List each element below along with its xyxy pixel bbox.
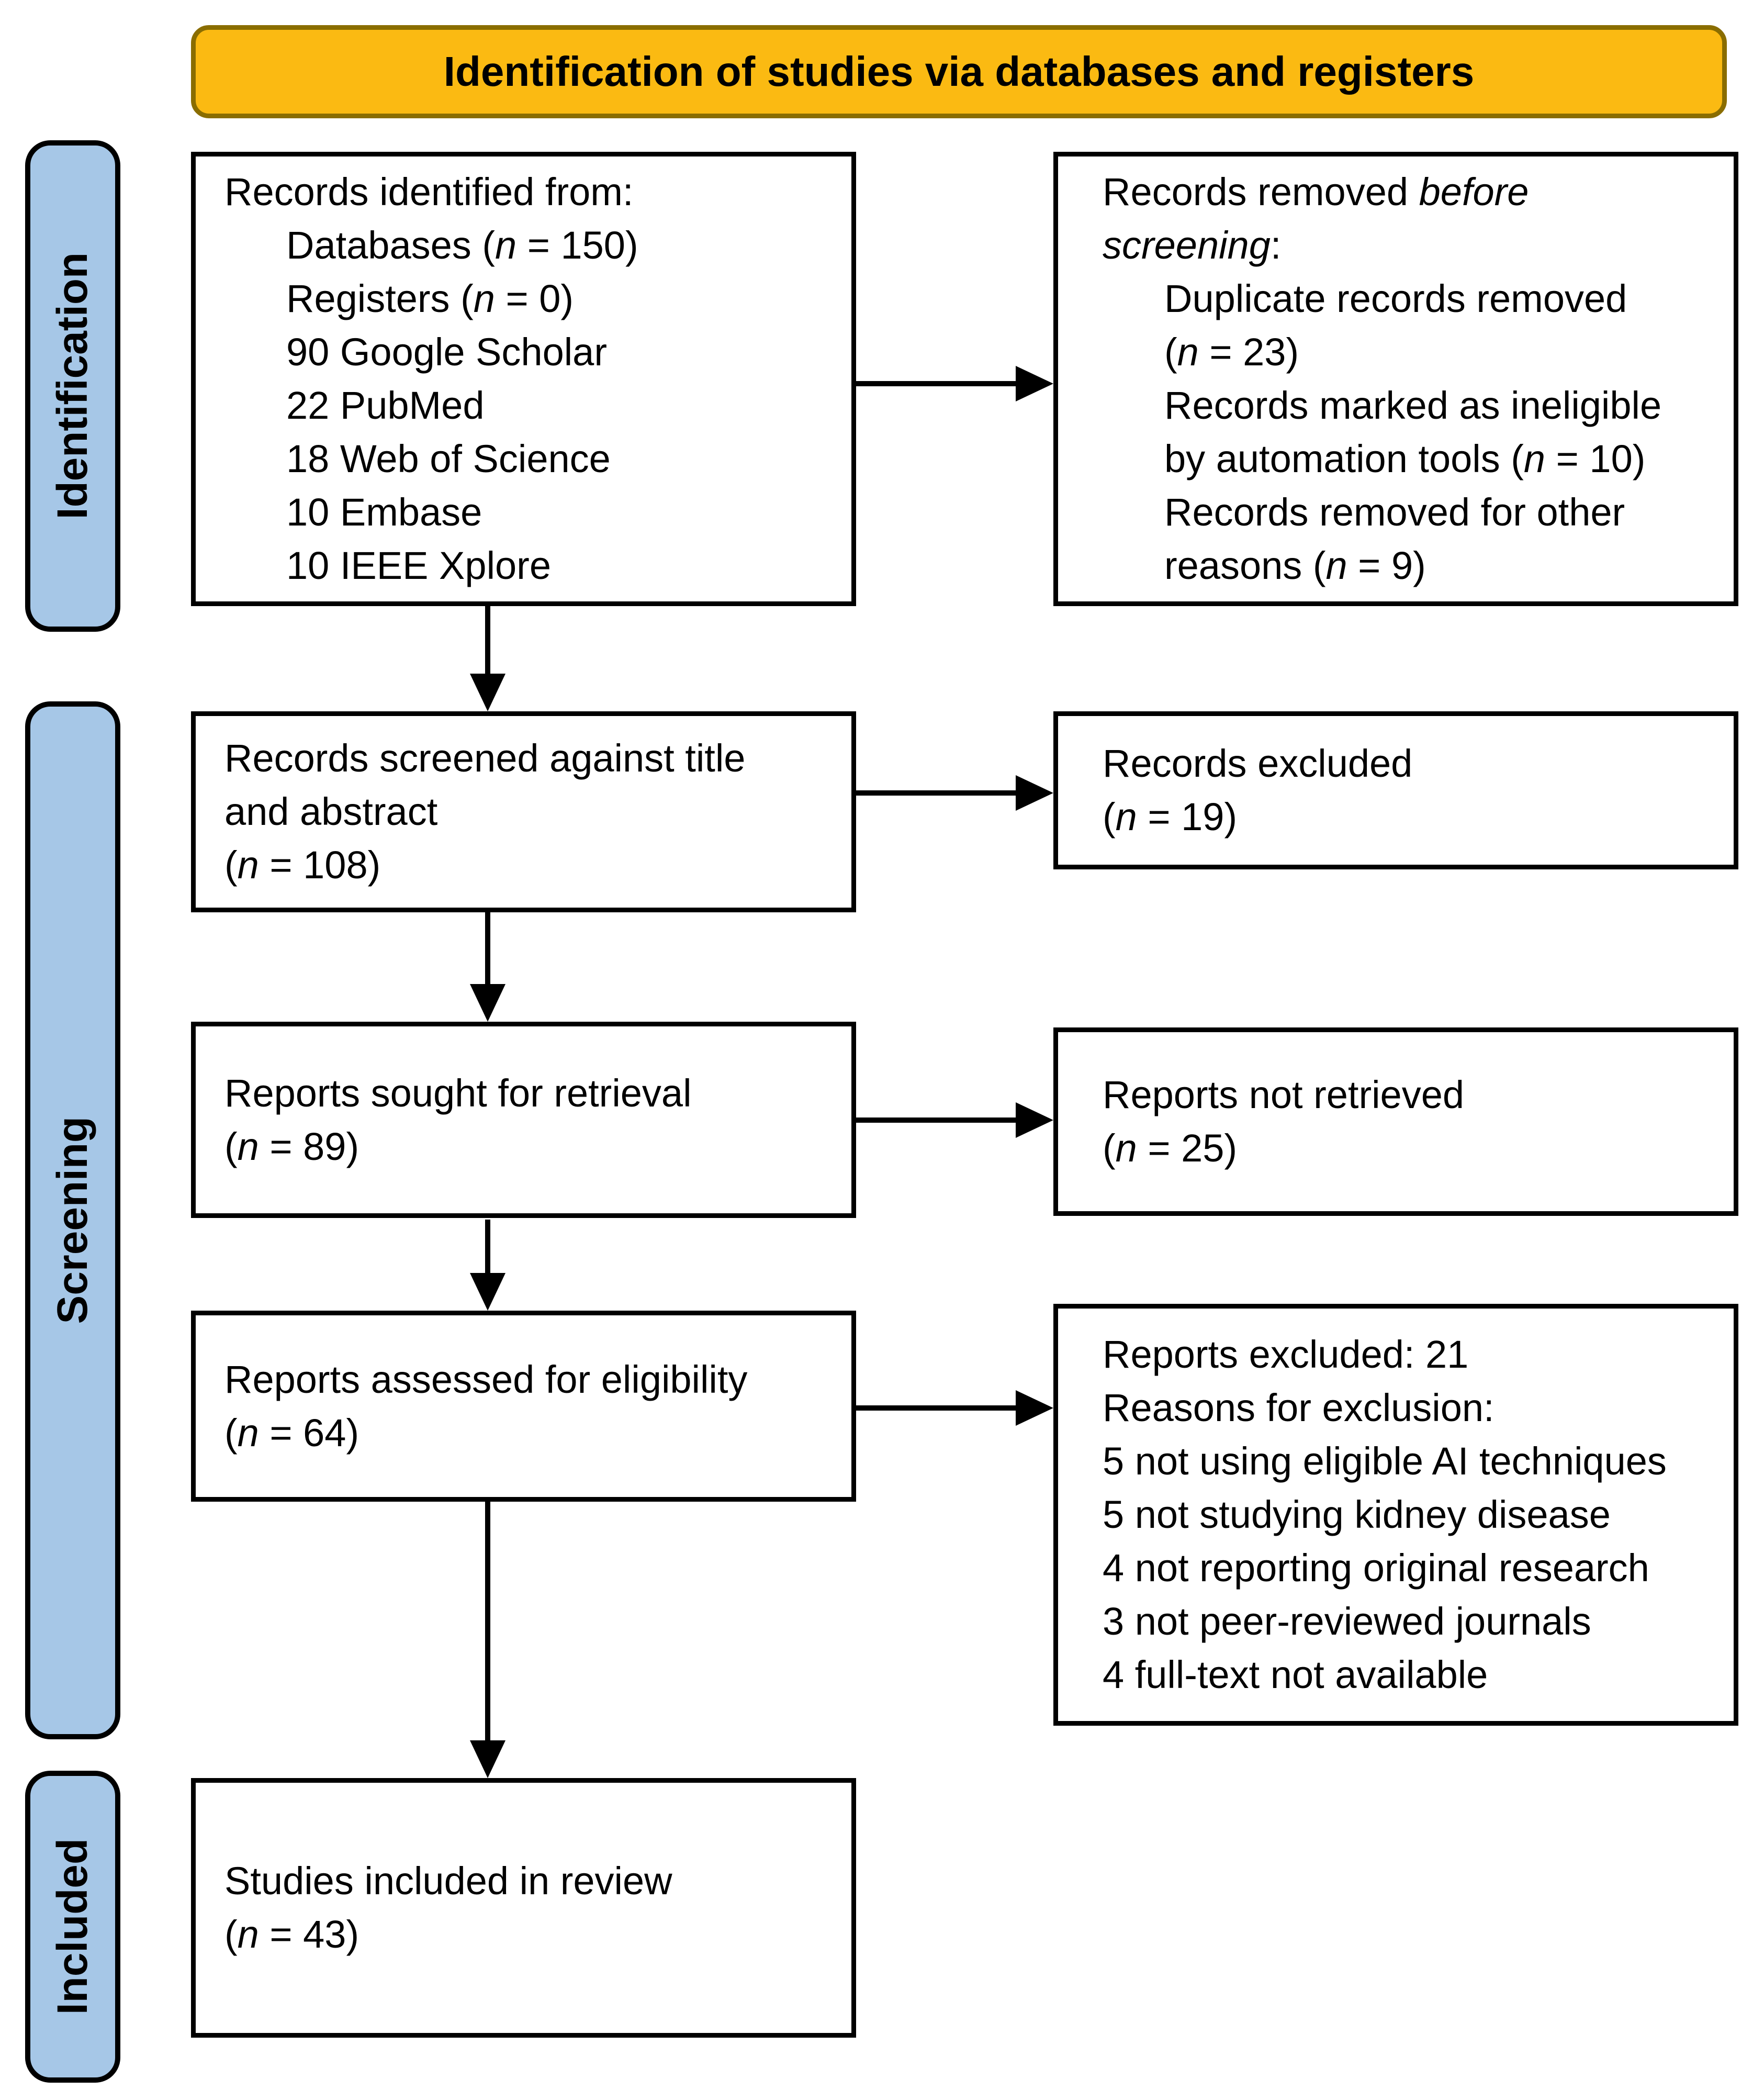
box-line: (n = 25) [1103,1126,1238,1170]
box-records-excluded: Records excluded (n = 19) [1053,711,1738,869]
box-line: (n = 19) [1103,795,1238,839]
box-records-identified: Records identified from: Databases (n = 1… [191,152,856,606]
box-line: (n = 89) [224,1124,359,1168]
stage-label-screening: Screening [25,701,120,1739]
box-line: Reports assessed for eligibility [224,1357,748,1401]
box-line: and abstract [224,790,438,833]
arrow-head-icon [470,674,505,711]
box-line: Reports not retrieved [1103,1073,1465,1116]
box-line: by automation tools (n = 10) [1164,437,1646,480]
stage-label-identification: Identification [25,140,120,632]
stage-label-text: Identification [49,252,96,520]
box-line: Duplicate records removed [1164,277,1627,320]
arrow-head-icon [470,1273,505,1311]
box-line: Reports sought for retrieval [224,1071,692,1115]
box-line: 10 Embase [286,490,482,534]
box-line: 4 full-text not available [1103,1653,1488,1696]
box-line: 18 Web of Science [286,437,611,480]
box-line: screening: [1103,223,1282,267]
box-studies-included: Studies included in review (n = 43) [191,1778,856,2038]
box-line: Records screened against title [224,736,746,780]
arrow-line [856,790,1020,796]
box-line: Studies included in review [224,1859,672,1903]
box-line: 4 not reporting original research [1103,1546,1649,1590]
box-line: Registers (n = 0) [286,277,574,320]
banner-title: Identification of studies via databases … [443,48,1475,95]
box-reports-sought: Reports sought for retrieval (n = 89) [191,1022,856,1218]
stage-label-text: Included [49,1838,96,2015]
box-line: Databases (n = 150) [286,223,638,267]
box-line: Records identified from: [224,170,634,214]
stage-label-included: Included [25,1771,120,2083]
arrow-line [485,1220,490,1277]
box-line: (n = 43) [224,1913,359,1956]
box-reports-assessed: Reports assessed for eligibility (n = 64) [191,1311,856,1502]
box-line: 3 not peer-reviewed journals [1103,1600,1591,1643]
arrow-line [485,912,490,988]
arrow-head-icon [470,984,505,1022]
box-line: Records removed before [1103,170,1529,214]
arrow-head-icon [1016,366,1053,401]
box-line: (n = 64) [224,1411,359,1455]
arrow-line [485,606,490,682]
banner: Identification of studies via databases … [191,25,1727,118]
box-line: 5 not using eligible AI techniques [1103,1439,1667,1483]
box-line: Reasons for exclusion: [1103,1386,1495,1429]
box-line: 10 IEEE Xplore [286,544,551,587]
box-line: Records removed for other [1164,490,1625,534]
box-line: (n = 23) [1164,330,1299,374]
box-line: Records excluded [1103,742,1413,785]
box-line: (n = 108) [224,843,381,887]
box-line: Records marked as ineligible [1164,384,1662,427]
box-line: reasons (n = 9) [1164,544,1426,587]
box-line: 5 not studying kidney disease [1103,1493,1611,1536]
arrow-head-icon [1016,775,1053,811]
box-records-screened: Records screened against title and abstra… [191,711,856,912]
box-line: 90 Google Scholar [286,330,607,374]
box-line: 22 PubMed [286,384,485,427]
arrow-head-icon [1016,1102,1053,1138]
stage-label-text: Screening [49,1116,96,1324]
arrow-line [856,1117,1020,1123]
box-reports-excluded: Reports excluded: 21 Reasons for exclusio… [1053,1304,1738,1726]
arrow-head-icon [1016,1390,1053,1426]
box-records-removed: Records removed before screening: Duplicat… [1053,152,1738,606]
arrow-head-icon [470,1740,505,1778]
box-line: Reports excluded: 21 [1103,1333,1469,1376]
arrow-line [485,1502,490,1745]
box-reports-not-retrieved: Reports not retrieved (n = 25) [1053,1027,1738,1216]
arrow-line [856,381,1020,386]
arrow-line [856,1405,1020,1411]
